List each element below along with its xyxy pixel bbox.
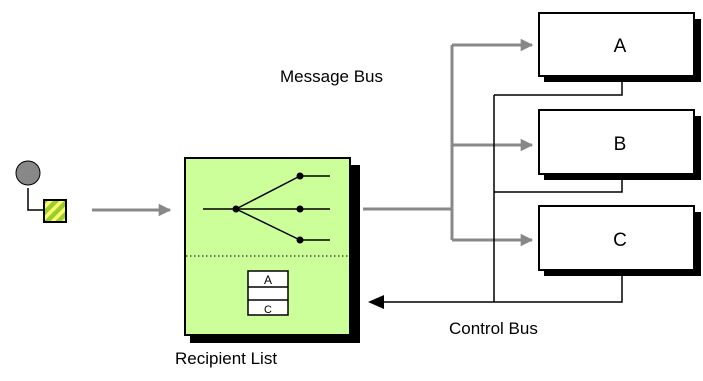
recipient-a-box xyxy=(538,12,695,77)
router-fanout-icon xyxy=(203,172,330,244)
recipient-b-box xyxy=(538,109,695,175)
recipient-a-label: A xyxy=(614,36,627,57)
control-bus xyxy=(368,80,623,309)
recipient-c-label: C xyxy=(613,230,627,251)
control-bus-label: Control Bus xyxy=(449,319,538,338)
recipient-b-label: B xyxy=(614,134,627,155)
recipient-list-label: Recipient List xyxy=(175,349,277,368)
control-bus-arrowhead xyxy=(368,295,384,309)
sender-circle-icon xyxy=(15,160,41,186)
control-line-a xyxy=(494,80,623,96)
recipient-c-box xyxy=(538,205,695,271)
recipient-table-entry-a: A xyxy=(264,273,272,287)
control-line-b xyxy=(494,178,623,193)
recipient-b: B xyxy=(538,109,701,180)
message-sender-icon xyxy=(15,160,67,223)
recipient-c: C xyxy=(538,205,701,276)
recipient-list-router: A C xyxy=(184,157,360,343)
message-bus-label: Message Bus xyxy=(280,67,383,86)
message-icon xyxy=(43,199,67,223)
recipient-table-entry-c: C xyxy=(264,304,272,316)
message-bus xyxy=(363,38,534,247)
recipient-table: A C xyxy=(247,270,289,316)
recipient-a: A xyxy=(538,12,701,82)
sender-connector-line xyxy=(27,188,44,211)
control-line-c xyxy=(494,272,623,303)
